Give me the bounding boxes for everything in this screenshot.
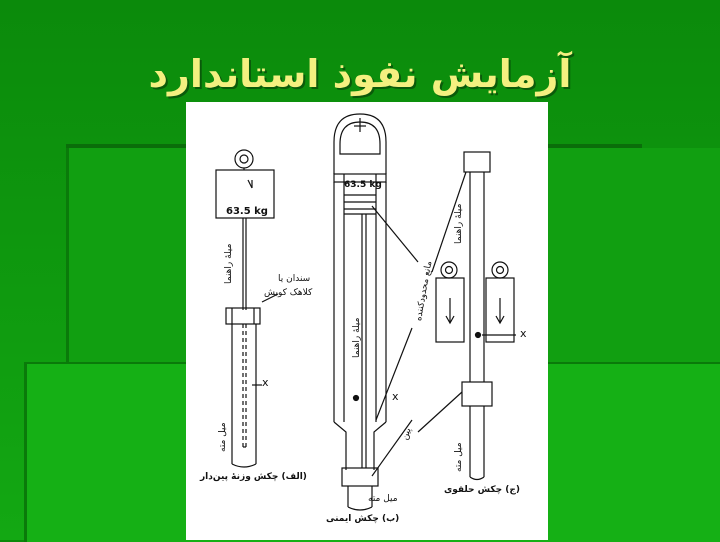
- hammer-b-drill-rod-label: میل مته: [368, 494, 398, 504]
- hammer-c-x-label: x: [520, 327, 527, 340]
- hammer-c-guide-rod-label: میلهٔ راهنما: [454, 203, 464, 244]
- hammer-diagrams: [215, 113, 516, 511]
- hammer-a-drill-rod-label: میل مته: [218, 422, 228, 452]
- hammer-b-drawing: [333, 113, 419, 511]
- hammer-c-drawing: [417, 151, 516, 481]
- hammer-c-drill-rod-label: میل مته: [454, 442, 464, 472]
- hammer-c-caption: (ج) چکش حلقوی: [444, 485, 520, 495]
- hammer-a-caption: (الف) چکش وزنهٔ پین‌دار: [200, 472, 307, 482]
- hammer-a-anvil-label-2: کلاهک کوبش: [264, 288, 313, 298]
- slide-title: آزمایش نفوذ استاندارد: [148, 52, 572, 96]
- hammer-b-guide-rod-label: میلهٔ راهنما: [352, 317, 362, 358]
- hammer-a-weight-label: 63.5 kg: [226, 206, 268, 217]
- hammer-b-weight-label: 63.5 kg: [344, 180, 382, 190]
- spt-hammer-figure: 63.5 kg میلهٔ راهنما سندان یا کلاهک کوبش…: [186, 102, 548, 540]
- hammer-a-anvil-label-1: سندان یا: [278, 274, 311, 284]
- hammer-a-guide-rod-label: میلهٔ راهنما: [224, 243, 234, 284]
- hammer-a-drawing: [215, 149, 279, 468]
- hammer-a-x-label: x: [262, 376, 269, 389]
- hammer-b-x-label: x: [392, 390, 399, 403]
- hammer-b-caption: (ب) چکش ایمنی: [326, 514, 400, 524]
